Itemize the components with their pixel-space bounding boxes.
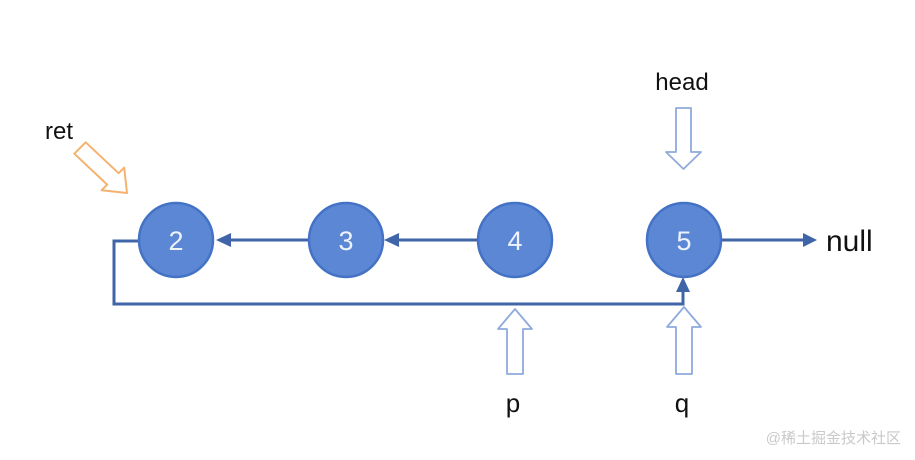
node-2-circle (137, 201, 215, 279)
ret-pointer-arrow-icon (73, 141, 128, 194)
node-4-value: 4 (507, 226, 522, 256)
label-ret: ret (45, 118, 73, 145)
node-3-value: 3 (338, 226, 353, 256)
label-head: head (655, 69, 708, 96)
head-pointer-arrow-icon (665, 107, 702, 170)
node-5: 5 (645, 201, 723, 279)
arrow-4-to-3-head-icon (384, 233, 399, 247)
node-4-circle (476, 201, 554, 279)
node-2: 2 (137, 201, 215, 279)
q-pointer-arrow-icon (666, 306, 702, 375)
feedback-connector (112, 239, 685, 306)
arrow-5-to-null-head-icon (803, 233, 817, 247)
node-3: 3 (307, 201, 385, 279)
p-pointer-arrow-icon (497, 308, 533, 375)
node-2-value: 2 (168, 226, 183, 256)
label-q: q (675, 388, 689, 418)
node-4: 4 (476, 201, 554, 279)
label-null: null (826, 225, 873, 258)
watermark: @稀土掘金技术社区 (766, 430, 901, 447)
node-5-value: 5 (676, 226, 691, 256)
arrow-3-to-2-head-icon (216, 233, 231, 247)
label-p: p (506, 388, 520, 418)
node-3-circle (307, 201, 385, 279)
feedback-arrowhead-icon (676, 277, 690, 292)
node-5-circle (645, 201, 723, 279)
